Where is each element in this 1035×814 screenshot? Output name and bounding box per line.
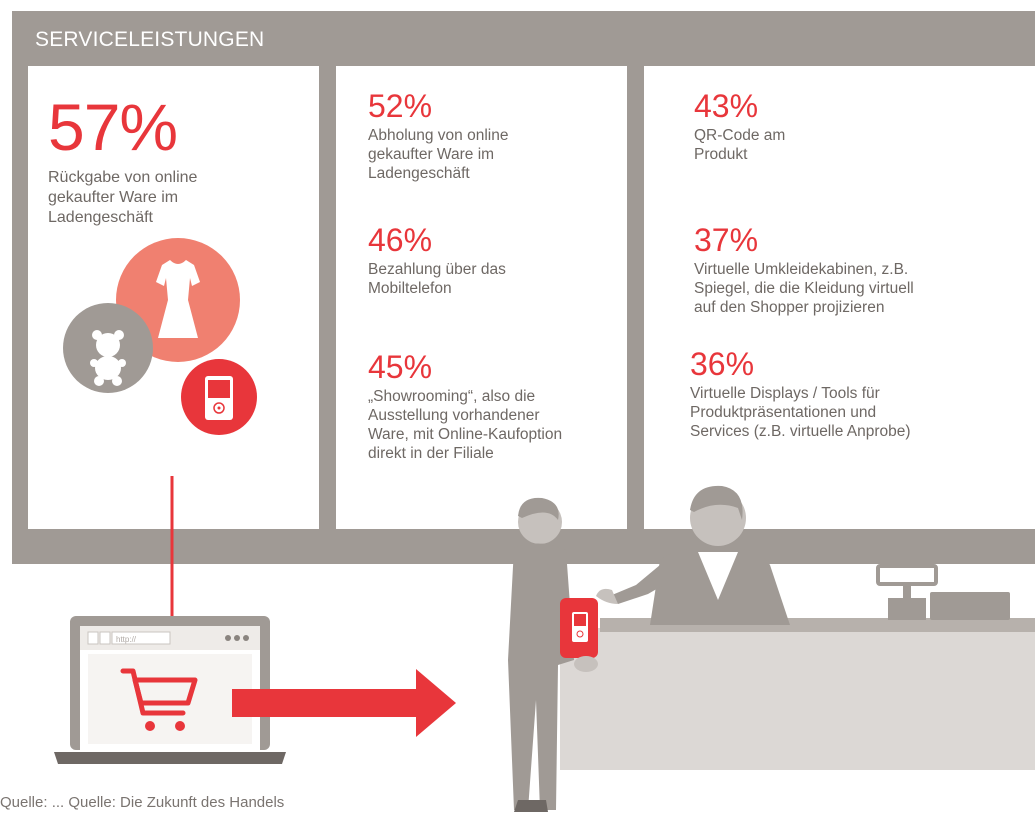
stat-57: 57% Rückgabe von online gekaufter Ware i… [48, 94, 197, 228]
stat-label: Rückgabe von online gekaufter Ware im La… [48, 169, 198, 226]
stat-label: Abholung von online gekaufter Ware im La… [368, 127, 509, 182]
teddy-bear-icon [63, 303, 153, 393]
stat-label: „Showrooming“, also die Ausstellung vorh… [368, 388, 563, 462]
stat-percent: 43% [694, 88, 759, 124]
stat-label: Bezahlung über das Mobiltelefon [368, 261, 506, 297]
source-note: Quelle: ... Quelle: Die Zukunft des Hand… [0, 794, 285, 811]
stat-52: 52% Abholung von online gekaufter Ware i… [368, 90, 508, 183]
banner-title: SERVICELEISTUNGEN [35, 28, 265, 51]
stat-percent: 57% [48, 90, 178, 164]
customer [508, 497, 598, 812]
stat-percent: 36% [690, 346, 755, 382]
stat-45: 45% „Showrooming“, also die Ausstellung … [368, 351, 562, 463]
stat-label: Virtuelle Umkleidekabinen, z.B. Spiegel,… [694, 261, 914, 316]
stat-46: 46% Bezahlung über das Mobiltelefon [368, 224, 506, 298]
stat-percent: 37% [694, 222, 759, 258]
mobile-phone-icon [181, 359, 257, 435]
stat-label: Virtuelle Displays / Tools für Produktpr… [690, 385, 911, 440]
url-text: http:// [116, 635, 137, 644]
card-right: 43% QR-Code am Produkt 37% Virtuelle Umk… [644, 66, 1035, 529]
card-middle: 52% Abholung von online gekaufter Ware i… [336, 66, 627, 529]
stat-43: 43% QR-Code am Produkt [694, 90, 785, 164]
stat-percent: 46% [368, 222, 433, 258]
stat-percent: 52% [368, 88, 433, 124]
store-counter [560, 564, 1035, 770]
stat-37: 37% Virtuelle Umkleidekabinen, z.B. Spie… [694, 224, 914, 317]
stat-label: QR-Code am Produkt [694, 127, 786, 163]
shopping-cart-icon [120, 668, 198, 731]
stat-36: 36% Virtuelle Displays / Tools für Produ… [690, 348, 911, 441]
laptop: http:// [54, 616, 286, 764]
shop-assistant [596, 485, 790, 625]
arrow-right-icon [232, 669, 456, 737]
stat-percent: 45% [368, 349, 433, 385]
